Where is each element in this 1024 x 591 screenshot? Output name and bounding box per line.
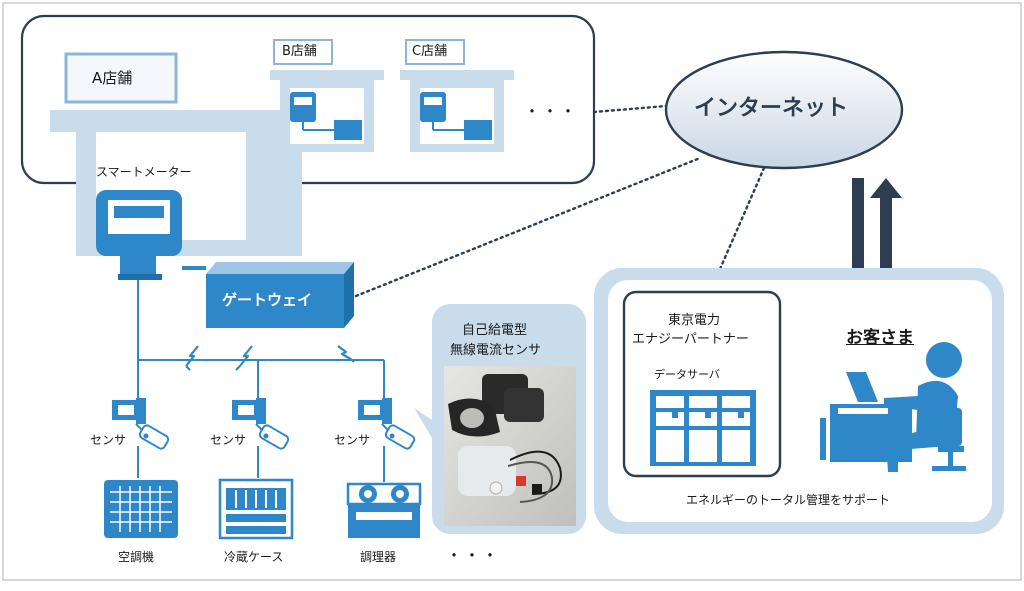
store-a-label: A店舗 (92, 69, 133, 87)
smart-meter-icon (96, 190, 182, 280)
sensor-2-label: センサ (210, 433, 247, 447)
sensor-box-title-2: 無線電流センサ (450, 343, 542, 358)
data-server-icon (650, 390, 756, 466)
smart-meter-label: スマートメーター (96, 165, 192, 179)
stores-ellipsis: ・・・ (524, 102, 579, 121)
wireless-signals (185, 345, 355, 371)
sensor-2-icon (232, 398, 290, 450)
appliances-ellipsis: ・・・ (446, 546, 501, 565)
server-provider-line1: 東京電力 (668, 313, 721, 328)
internet-label: インターネット (694, 96, 849, 121)
sensor-1-label: センサ (90, 433, 127, 447)
customer-icon (820, 342, 966, 472)
server-provider-line2: エナジーパートナー (632, 332, 749, 347)
sensor-box-title-1: 自己給電型 (462, 323, 528, 338)
gateway-box (206, 262, 354, 328)
sensor-3-label: センサ (334, 433, 371, 447)
appliance-label-fridge: 冷蔵ケース (224, 550, 284, 564)
current-sensor-icon (448, 374, 562, 503)
refrigerated-case-icon (218, 478, 294, 540)
store-b-label: B店舗 (282, 44, 317, 59)
data-server-label: データサーバ (654, 368, 720, 381)
sensor-wiring (137, 280, 385, 404)
cooker-icon (346, 482, 422, 538)
gateway-label: ゲートウェイ (222, 291, 313, 309)
network-links (354, 104, 766, 298)
support-label: エネルギーのトータル管理をサポート (686, 493, 891, 507)
internet-cloud (664, 50, 904, 170)
sensor-1-icon (112, 398, 170, 450)
store-c-building (400, 39, 514, 152)
customer-label: お客さま (846, 328, 914, 348)
sensor-3-icon (358, 398, 416, 450)
store-b-building (270, 39, 384, 152)
appliance-label-aircon: 空調機 (118, 550, 155, 564)
appliance-label-cooker: 調理器 (360, 550, 397, 564)
air-conditioner-icon (104, 480, 178, 538)
store-c-label: C店舗 (412, 44, 448, 59)
appliance-wiring (137, 446, 385, 482)
